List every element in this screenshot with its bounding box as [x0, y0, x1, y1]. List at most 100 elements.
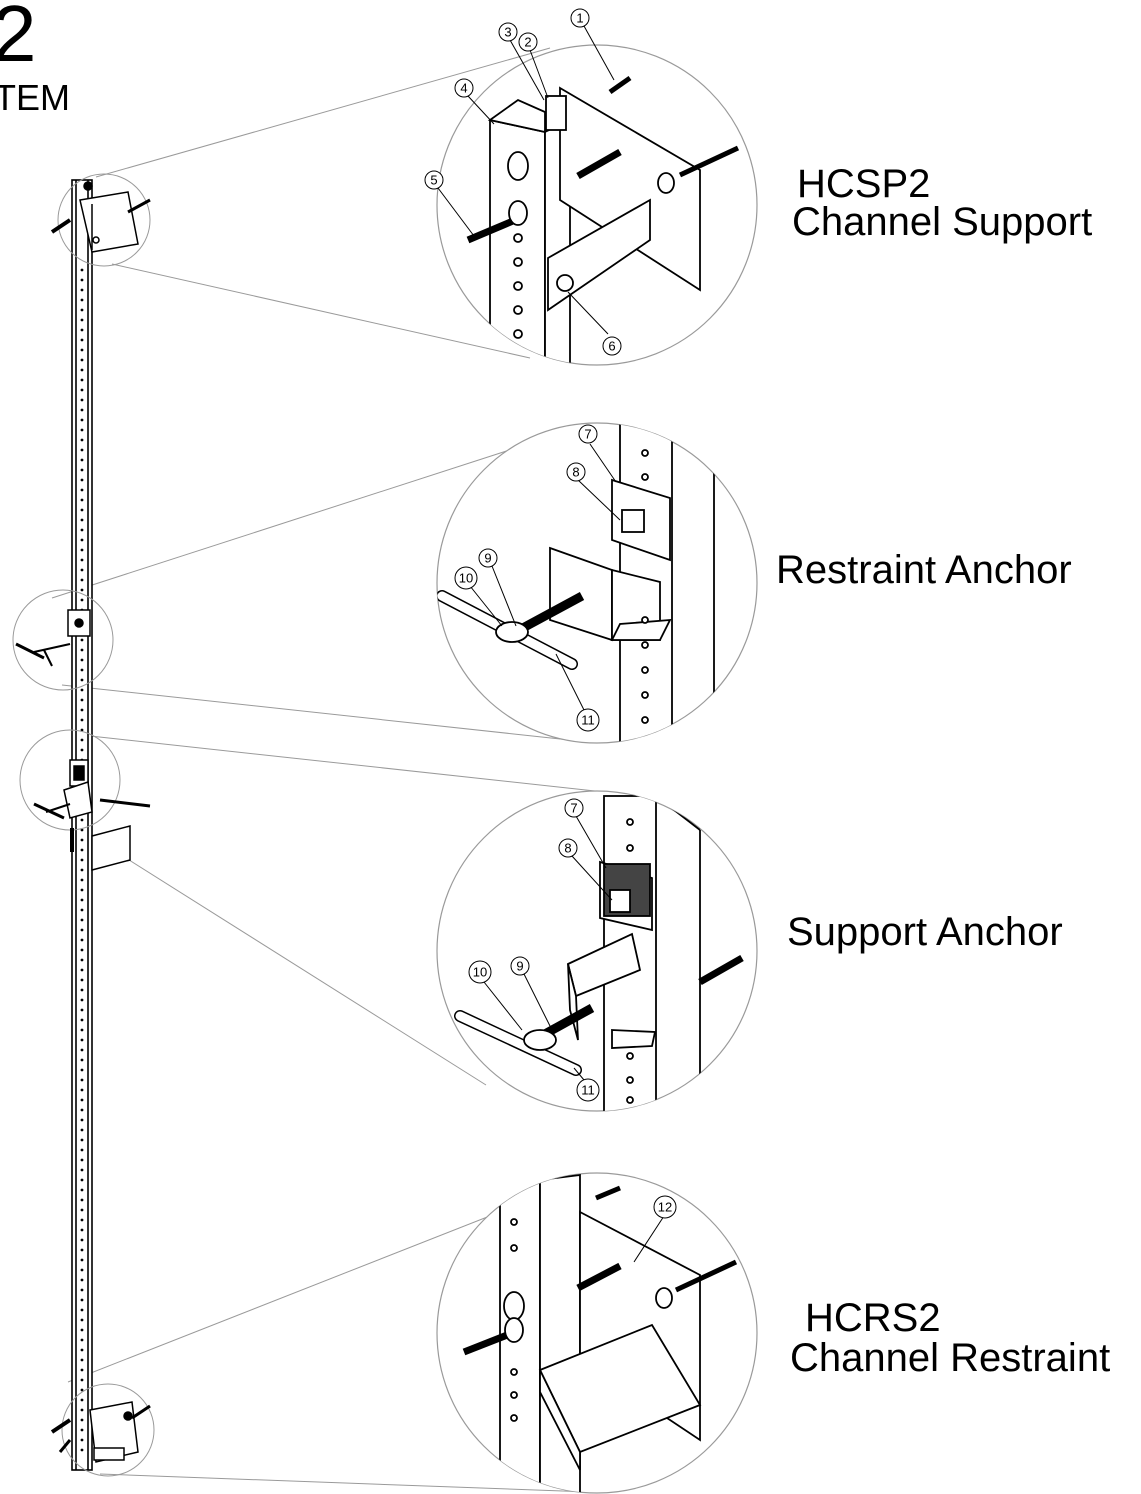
strut-hole [80, 288, 84, 292]
hcsp2-title: HCSP2 [797, 162, 931, 206]
strut-hole [80, 368, 84, 372]
strut-hole [80, 1018, 84, 1022]
svg-text:8: 8 [572, 465, 579, 480]
strut-hole [80, 518, 84, 522]
strut-hole [80, 378, 84, 382]
strut-hole [80, 1278, 84, 1282]
strut-hole [80, 268, 84, 272]
strut-hole [80, 668, 84, 672]
strut-hole [80, 348, 84, 352]
strut-hole [80, 698, 84, 702]
svg-text:4: 4 [460, 81, 467, 96]
strut-hole [80, 478, 84, 482]
title-number: 2 [0, 0, 37, 78]
strut-hole [80, 1048, 84, 1052]
hcrs2-title: HCRS2 [805, 1296, 941, 1340]
callout-10: 10 [468, 960, 492, 984]
strut-hole [80, 838, 84, 842]
strut-hole [80, 1268, 84, 1272]
support-anchor-title: Support Anchor [787, 910, 1063, 954]
strut-hole [80, 278, 84, 282]
overview-restraint-anchor [15, 609, 91, 667]
strut-hole [80, 1068, 84, 1072]
strut-hole [80, 868, 84, 872]
callout-5: 5 [424, 170, 444, 190]
channel-strut [71, 179, 93, 1471]
strut-hole [80, 1368, 84, 1372]
strut-hole [80, 358, 84, 362]
strut-hole [80, 538, 84, 542]
strut-hole [80, 738, 84, 742]
callout-6: 6 [602, 336, 622, 356]
detail-restraint-anchor [436, 422, 758, 744]
callout-9: 9 [510, 956, 530, 976]
strut-hole [80, 1028, 84, 1032]
svg-text:11: 11 [581, 713, 595, 728]
detail-hcsp2 [436, 44, 758, 366]
svg-text:1: 1 [576, 11, 583, 26]
strut-hole [80, 1138, 84, 1142]
strut-hole [80, 898, 84, 902]
strut-hole [80, 1308, 84, 1312]
strut-hole [80, 878, 84, 882]
strut-hole [80, 588, 84, 592]
hcrs2-subtitle: Channel Restraint [790, 1336, 1111, 1380]
callout-3: 3 [498, 22, 518, 42]
strut-hole [80, 998, 84, 1002]
strut-hole [80, 338, 84, 342]
strut-hole [80, 658, 84, 662]
strut-hole [80, 688, 84, 692]
svg-text:9: 9 [484, 551, 491, 566]
overview-circles [12, 173, 155, 1477]
detail-leader-lines [51, 47, 605, 1493]
svg-text:2: 2 [524, 35, 531, 50]
strut-hole [80, 1158, 84, 1162]
strut-hole [80, 1038, 84, 1042]
strut-hole [80, 568, 84, 572]
strut-hole [80, 1128, 84, 1132]
strut-hole [80, 1258, 84, 1262]
callout-2: 2 [518, 32, 538, 52]
svg-text:5: 5 [430, 173, 437, 188]
strut-hole [80, 918, 84, 922]
strut-hole [80, 298, 84, 302]
hcsp2-subtitle: Channel Support [792, 200, 1093, 244]
strut-hole [80, 958, 84, 962]
strut-hole [80, 678, 84, 682]
strut-hole [80, 1338, 84, 1342]
strut-hole [80, 928, 84, 932]
strut-hole [80, 1188, 84, 1192]
strut-hole [80, 458, 84, 462]
strut-hole [80, 438, 84, 442]
strut-hole [80, 818, 84, 822]
strut-hole [80, 908, 84, 912]
strut-hole [80, 888, 84, 892]
strut-hole [80, 1058, 84, 1062]
title-suffix: TEM [0, 77, 70, 118]
strut-hole [80, 978, 84, 982]
strut-hole [80, 428, 84, 432]
strut-hole [80, 1358, 84, 1362]
strut-hole [80, 968, 84, 972]
strut-hole [80, 1078, 84, 1082]
strut-hole [80, 528, 84, 532]
callout-leaders [437, 25, 665, 1263]
restraint-anchor-title: Restraint Anchor [776, 548, 1072, 592]
callout-7: 7 [564, 798, 584, 818]
detail-support-anchor [436, 790, 758, 1112]
strut-hole [80, 1218, 84, 1222]
svg-text:10: 10 [473, 965, 487, 980]
strut-hole [80, 1398, 84, 1402]
strut-hole [80, 1328, 84, 1332]
strut-hole [80, 948, 84, 952]
strut-hole [80, 748, 84, 752]
strut-hole [80, 508, 84, 512]
overview-bottom-bracket [50, 1401, 151, 1463]
strut-hole [80, 1298, 84, 1302]
svg-text:12: 12 [658, 1200, 672, 1215]
svg-text:7: 7 [584, 427, 591, 442]
strut-hole [80, 1248, 84, 1252]
strut-hole [80, 1098, 84, 1102]
